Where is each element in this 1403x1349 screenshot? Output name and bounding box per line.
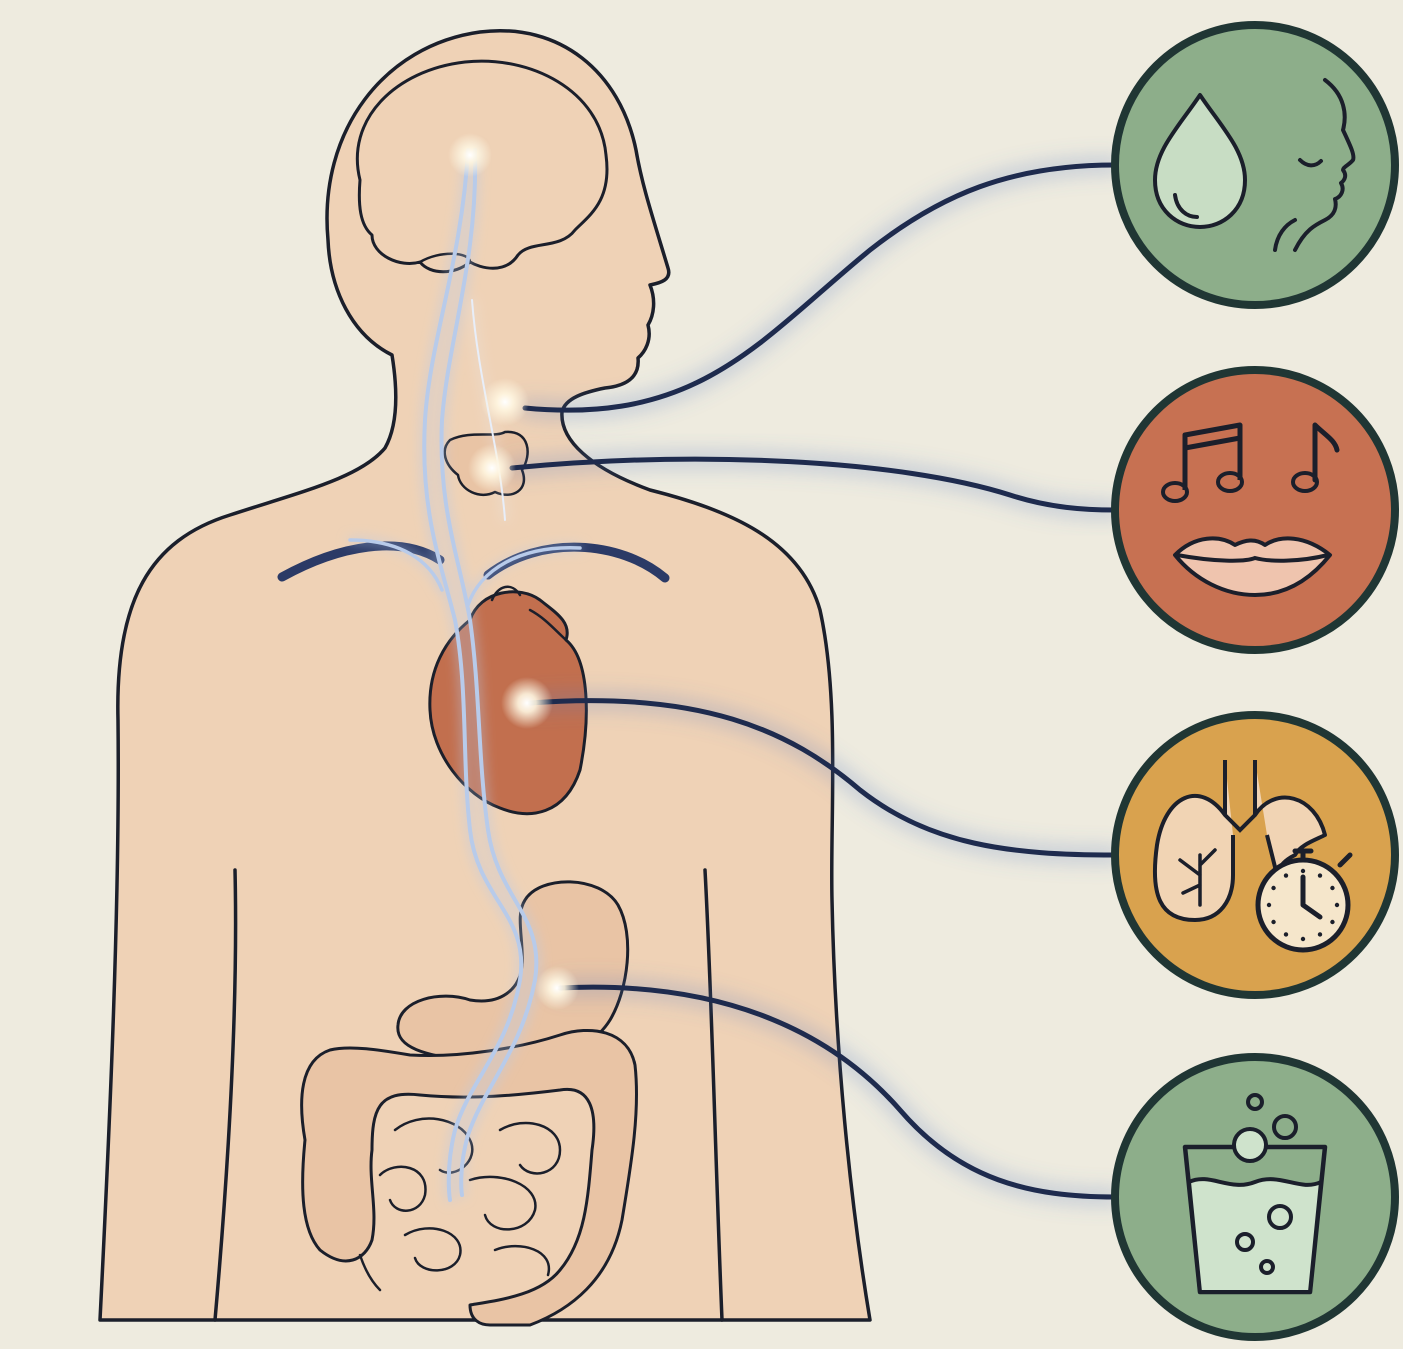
glow-point-brain bbox=[448, 133, 492, 177]
badge-circle bbox=[1115, 370, 1395, 650]
glow-point-thyroid bbox=[468, 444, 516, 492]
glow-point-throat bbox=[481, 378, 529, 426]
glow-point-heart bbox=[501, 677, 553, 729]
badge-breathing bbox=[1115, 715, 1395, 995]
badge-digestion bbox=[1115, 1057, 1395, 1337]
badge-face-hydration bbox=[1115, 25, 1395, 305]
glow-point-stomach bbox=[535, 966, 579, 1010]
badge-voice bbox=[1115, 370, 1395, 650]
